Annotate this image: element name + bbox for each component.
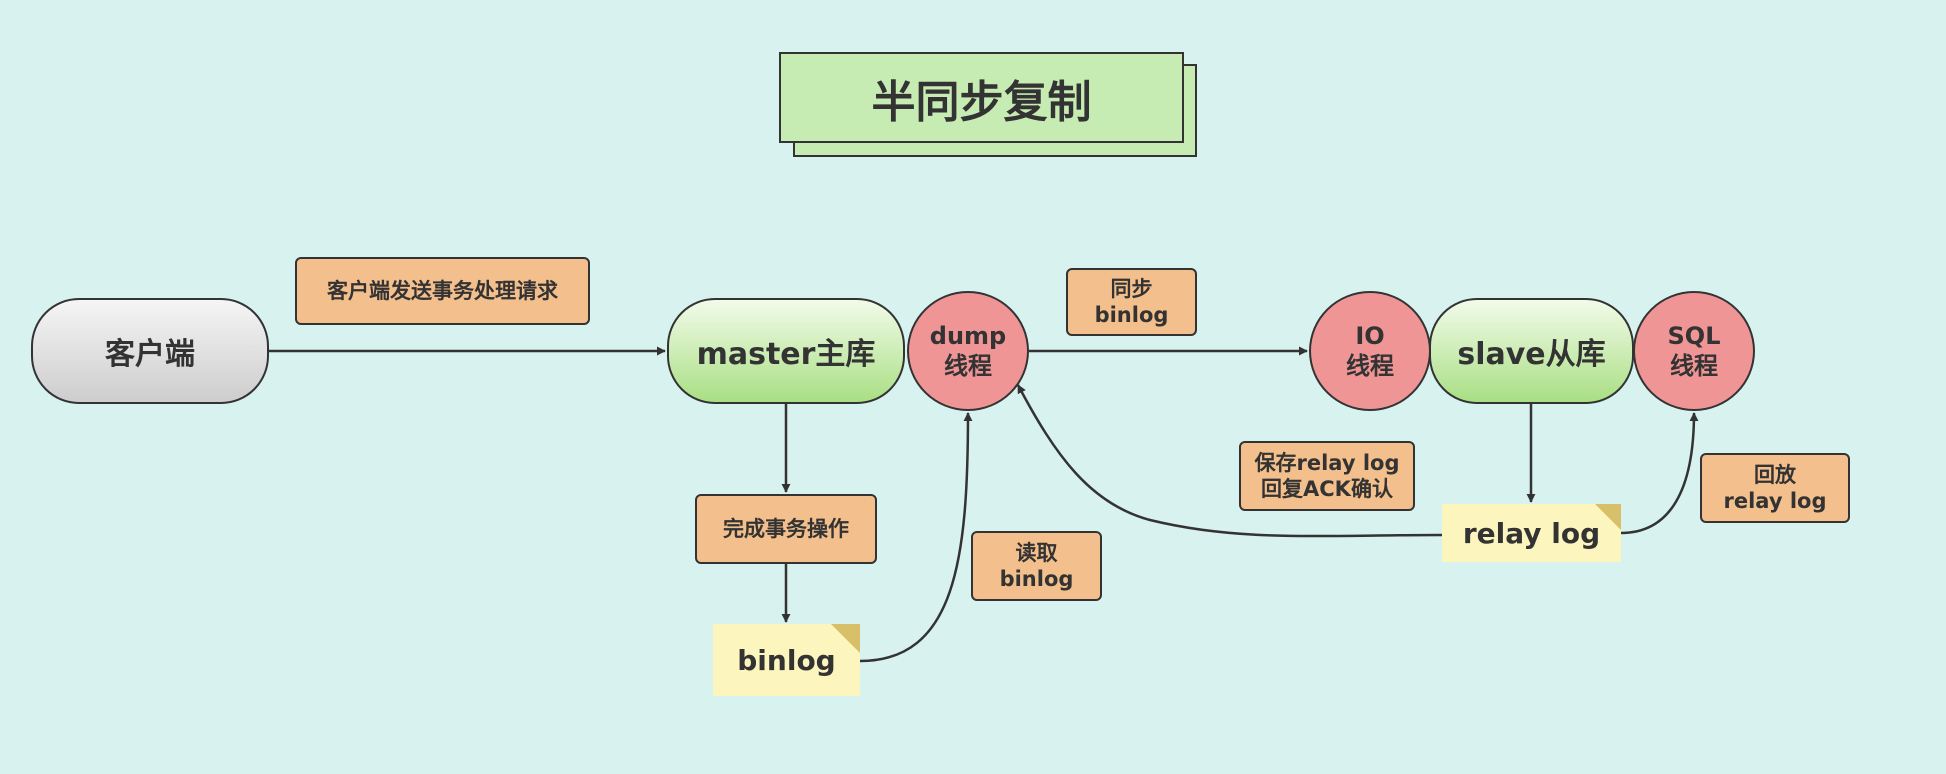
- binlog-note-text: binlog: [737, 643, 836, 677]
- slave-db-node: slave从库: [1429, 298, 1634, 404]
- diagram-title: 半同步复制: [779, 52, 1184, 143]
- label-save-line2: 回复ACK确认: [1261, 477, 1393, 501]
- label-save-line1: 保存relay log: [1254, 450, 1400, 475]
- label-read-binlog: 读取 binlog: [971, 531, 1102, 601]
- dump-thread-line1: dump: [929, 322, 1007, 350]
- relay-log-note: relay log: [1442, 504, 1621, 562]
- note-fold-corner: [831, 624, 860, 653]
- label-read-line1: 读取: [1015, 540, 1058, 565]
- dump-thread-line2: 线程: [943, 352, 992, 380]
- label-replay-line2: relay log: [1723, 489, 1827, 513]
- sql-thread-node: SQL 线程: [1633, 291, 1755, 411]
- label-sync-binlog: 同步 binlog: [1066, 268, 1197, 336]
- arrow-relay-to-dump-ack: [1016, 384, 1443, 538]
- relay-log-note-text: relay log: [1462, 516, 1601, 550]
- sql-thread-line1: SQL: [1667, 322, 1721, 350]
- dump-thread-node: dump 线程: [907, 291, 1029, 411]
- arrow-binlog-to-dump: [859, 412, 973, 663]
- io-thread-node: IO 线程: [1309, 291, 1431, 411]
- arrow-relay-to-sql: [1620, 412, 1699, 535]
- note-fold-corner: [1595, 504, 1621, 530]
- sql-thread-line2: 线程: [1669, 352, 1718, 380]
- label-complete-transaction: 完成事务操作: [695, 494, 877, 564]
- label-replay-line1: 回放: [1753, 462, 1796, 487]
- label-save-relay-ack: 保存relay log 回复ACK确认: [1239, 441, 1415, 511]
- io-thread-line2: 线程: [1346, 352, 1394, 380]
- label-read-line2: binlog: [999, 567, 1074, 591]
- master-db-node: master主库: [667, 298, 905, 404]
- label-sync-line2: binlog: [1094, 303, 1169, 327]
- client-node: 客户端: [31, 298, 269, 404]
- binlog-note: binlog: [713, 624, 860, 696]
- label-replay-relay-log: 回放 relay log: [1700, 453, 1850, 523]
- label-client-send: 客户端发送事务处理请求: [295, 257, 590, 325]
- label-sync-line1: 同步: [1110, 276, 1153, 301]
- io-thread-line1: IO: [1355, 322, 1385, 350]
